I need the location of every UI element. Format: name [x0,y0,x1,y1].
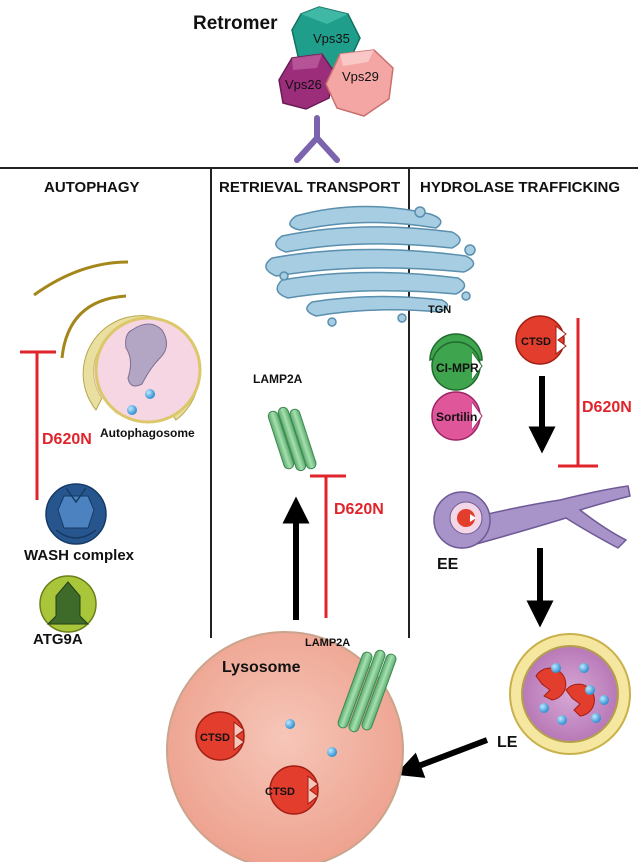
inhibition-bar-hydrolase [558,318,598,468]
lamp2a-protein-top [267,406,317,472]
d620n-autophagy: D620N [42,431,92,448]
lysosome-ctsd-1 [195,711,245,761]
retromer-title: Retromer [193,13,278,34]
phagophore-arc [60,294,127,359]
lysosome-ctsd-2-label: CTSD [265,786,295,798]
retrieval-panel: TGN LAMP2A D620N [253,205,476,620]
lysosome [166,631,404,862]
tgn-label: TGN [428,304,451,316]
lamp2a-bottom-label: LAMP2A [305,637,350,649]
lamp2a-top-label: LAMP2A [253,372,303,386]
retromer-complex: Retromer Vps35 Vps26 Vps29 [193,6,394,163]
wash-complex-label: WASH complex [24,547,135,564]
ci-mpr-label: CI-MPR [436,361,479,375]
ci-mpr-receptor [429,333,483,391]
section-autophagy: AUTOPHAGY [44,179,140,196]
autophagosome-label: Autophagosome [100,426,195,440]
atg9a-icon [39,575,97,633]
lysosome-ctsd-1-label: CTSD [200,732,230,744]
golgi-tgn [265,205,476,327]
lysosome-ctsd-2 [269,765,319,815]
autophagy-panel: Autophagosome D620N WASH complex ATG9A [20,260,202,648]
hydrolase-panel: CI-MPR Sortilin CTSD D620N EE [429,315,632,755]
d620n-hydrolase: D620N [582,399,632,416]
atg9a-label: ATG9A [33,631,83,648]
wash-complex-icon [45,483,107,545]
le-to-lysosome-arrow [395,737,489,778]
d620n-retrieval: D620N [334,501,384,518]
sortilin-label: Sortilin [436,410,477,424]
sortilin-receptor [431,391,483,441]
lamp2a-protein-lysosome [337,649,397,733]
ee-label: EE [437,556,459,573]
vps26-label: Vps26 [285,77,322,92]
vps35-label: Vps35 [313,31,350,46]
phagophore-arc [33,260,129,297]
autophagosome [82,315,202,424]
late-endosome [509,633,631,755]
frame [0,167,638,638]
inhibition-bar-retrieval [310,474,346,618]
ctsd-protein [515,315,567,365]
section-retrieval: RETRIEVAL TRANSPORT [219,179,400,196]
vps29-label: Vps29 [342,69,379,84]
vps29-subunit: Vps29 [325,49,394,117]
le-label: LE [497,734,518,751]
lysosome-label: Lysosome [222,659,301,676]
early-endosome [433,485,631,549]
ctsd-label: CTSD [521,336,551,348]
inhibition-bar-autophagy [20,350,56,500]
section-hydrolase: HYDROLASE TRAFFICKING [420,179,620,196]
vps26-subunit: Vps26 [278,53,335,110]
